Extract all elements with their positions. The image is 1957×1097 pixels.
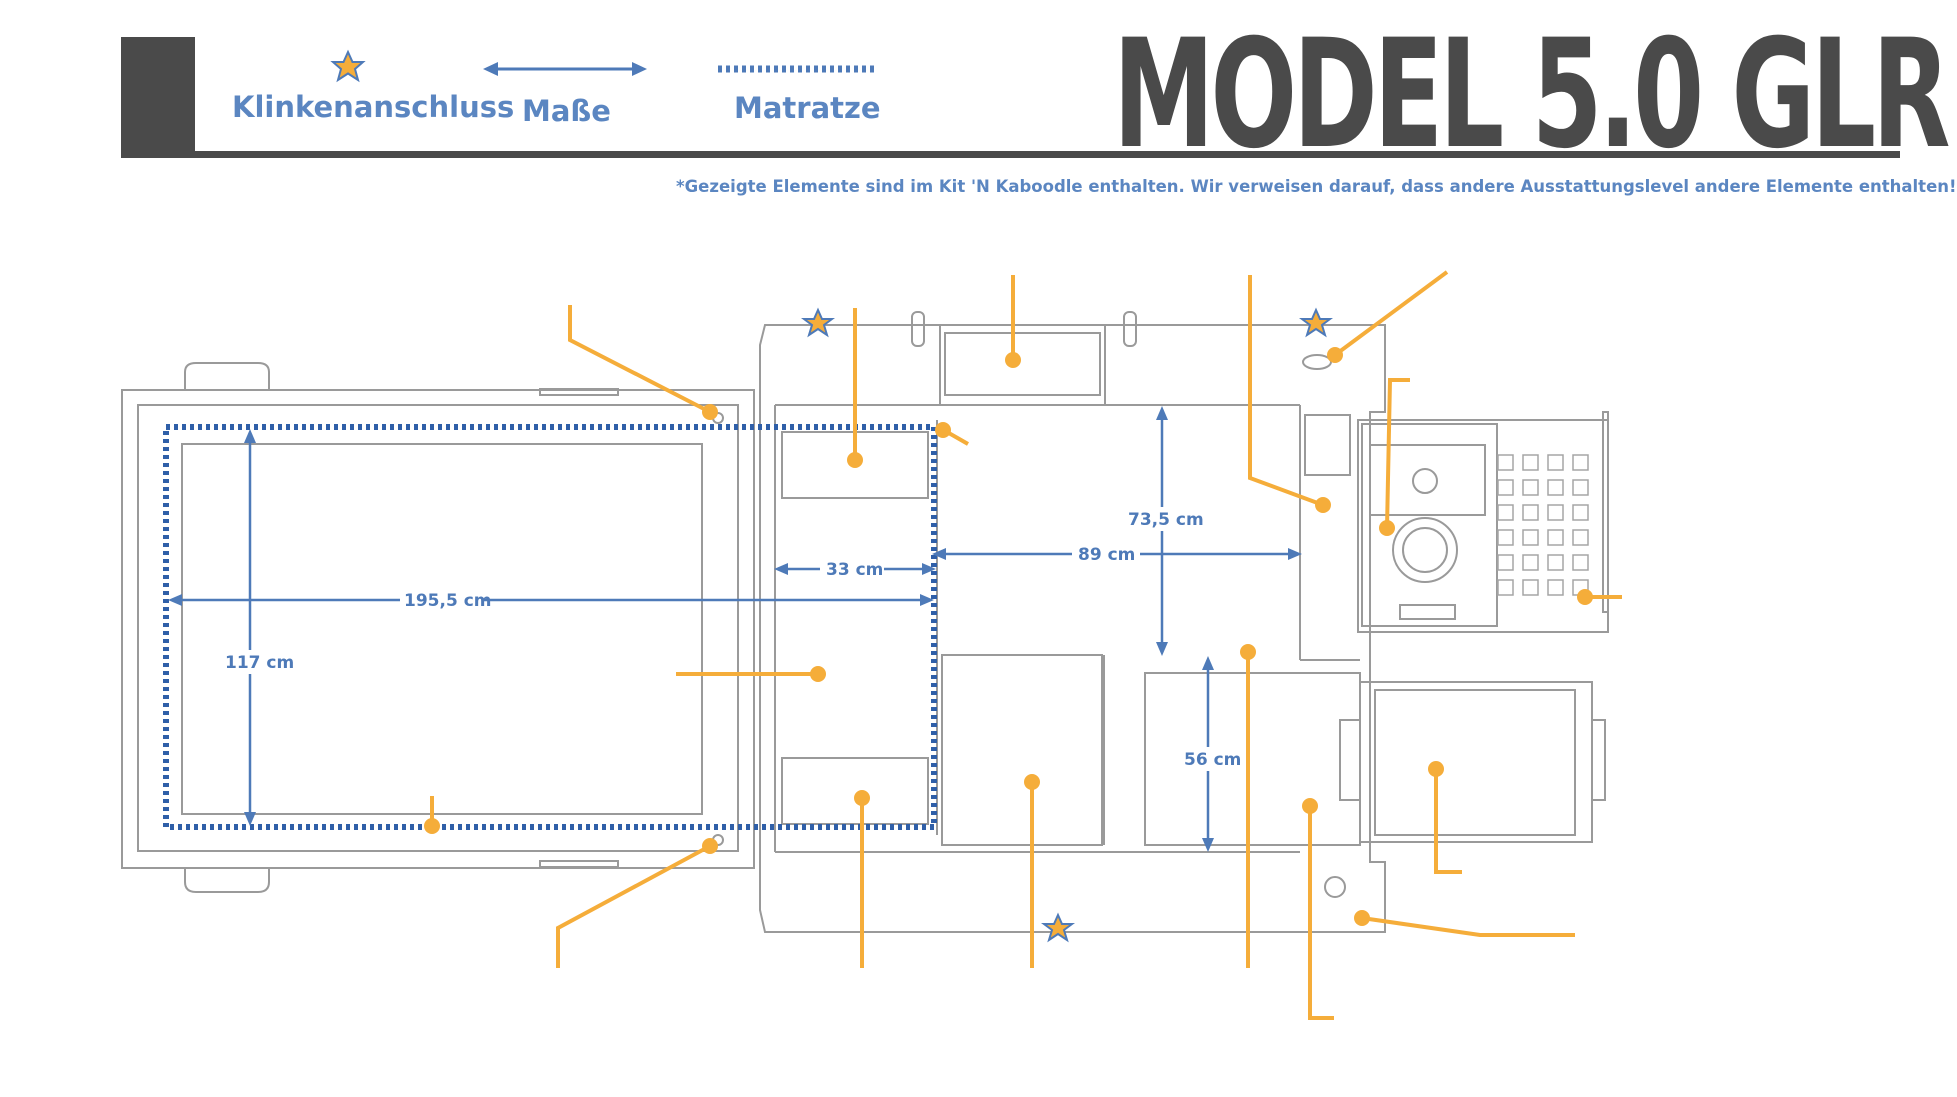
- trailer-outline: [121, 311, 1609, 933]
- star-icon: [330, 49, 366, 83]
- legend-jack-label: Klinkenanschluss: [232, 90, 515, 124]
- legend-icons: [330, 49, 876, 83]
- jack-markers: [801, 307, 1333, 943]
- callout-lines: [430, 270, 1622, 1020]
- bed-length-label: 195,5 cm: [404, 591, 491, 611]
- star-icon: [801, 307, 835, 338]
- dimension-arrows: [168, 406, 1302, 852]
- mattress-outline: [163, 424, 937, 830]
- legend-mattress-label: Matratze: [734, 91, 881, 125]
- callout-dots: [424, 347, 1593, 926]
- bed-width-label: 117 cm: [225, 653, 294, 673]
- header-block: [121, 37, 195, 158]
- shelf-depth-label: 33 cm: [826, 560, 883, 580]
- floor-plan: 195,5 cm 117 cm 33 cm 89 cm 73,5 cm 56 c…: [121, 270, 1622, 1020]
- model-title: MODEL 5.0 GLR: [1113, 8, 1951, 182]
- cooler-depth-label: 56 cm: [1184, 750, 1241, 770]
- floor-depth-label: 73,5 cm: [1128, 510, 1204, 530]
- floor-width-label: 89 cm: [1078, 545, 1135, 565]
- header-rule: [121, 151, 1900, 158]
- legend-dimension-label: Maße: [522, 94, 611, 128]
- star-icon: [1299, 307, 1333, 338]
- star-icon: [1041, 912, 1075, 943]
- footnote: *Gezeigte Elemente sind im Kit 'N Kabood…: [676, 177, 1957, 196]
- double-arrow-icon: [483, 62, 647, 76]
